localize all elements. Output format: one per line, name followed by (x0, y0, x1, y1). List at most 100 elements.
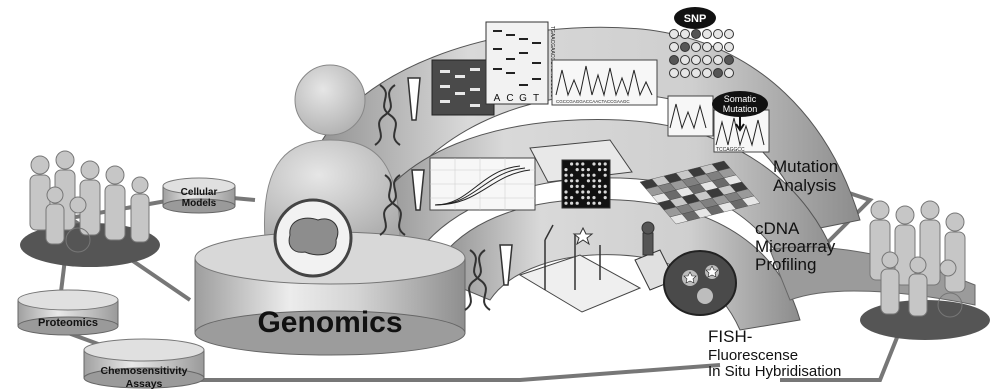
microarray-spot (570, 196, 574, 200)
microarray-spot (592, 201, 596, 205)
section-labels: Mutation Analysis cDNA Microarray Profil… (708, 157, 841, 380)
snp-genotype-dot (724, 29, 734, 39)
microarray-spot (581, 168, 585, 172)
microarray-spot (581, 196, 585, 200)
snp-genotype-dot (691, 29, 701, 39)
microarray-spot (598, 162, 602, 166)
snp-genotype-dot (680, 55, 690, 65)
microarray-spot (564, 173, 568, 177)
seq-trace-text: CGCCGAGGACCAACTACCGAAGC (556, 99, 630, 104)
microarray-spot (575, 201, 579, 205)
snp-genotype-dot (669, 55, 679, 65)
snp-genotype-dot (680, 29, 690, 39)
seq-trace-text-2: TCCAGGCC (716, 147, 745, 153)
somatic-label-2: Mutation (723, 104, 758, 114)
dna-sequencing-trace-icon: CGCCGAGGACCAACTACCGAAGC (551, 59, 658, 106)
pipette-icon (407, 77, 513, 286)
snp-genotype-dot (713, 68, 723, 78)
snp-genotype-dot (680, 42, 690, 52)
snp-genotype-dot (669, 29, 679, 39)
snp-genotype-dot (702, 29, 712, 39)
cellular-models-label-2: Models (182, 198, 217, 209)
microarray-spot (581, 190, 585, 194)
snp-genotype-dot (691, 42, 701, 52)
microarray-spot (575, 168, 579, 172)
microarray-spot (603, 190, 607, 194)
microarray-spot (598, 201, 602, 205)
arrow-down-icon (735, 114, 745, 132)
proteomics-label: Proteomics (38, 317, 98, 329)
patient-group-left (20, 150, 160, 267)
microarray-spot (598, 184, 602, 188)
microarray-spot (586, 196, 591, 200)
fish-label-2: Fluorescense (708, 347, 798, 364)
snp-genotype-dot (691, 68, 701, 78)
proteomics-disc: Proteomics (17, 289, 119, 336)
microarray-spot (586, 173, 591, 177)
microarray-spot (592, 179, 596, 183)
snp-label: SNP (684, 13, 707, 25)
microarray-spot (581, 173, 585, 177)
snp-genotype-dot (669, 42, 679, 52)
microarray-spot (570, 184, 574, 188)
microarray-spot (575, 184, 579, 188)
microarray-spot (575, 190, 579, 194)
acgt-t: T (533, 93, 539, 104)
chemosensitivity-label-2: Assays (126, 378, 163, 390)
snp-genotype-dot (702, 42, 712, 52)
microarray-spot (586, 179, 591, 183)
snp-genotype-dot (702, 68, 712, 78)
patient-group-right (860, 200, 990, 340)
microarray-spot (575, 179, 579, 183)
expression-heatmap-icon (639, 160, 761, 225)
microarray-spot (570, 162, 574, 166)
snp-genotype-dot (702, 55, 712, 65)
acgt-a: A (494, 93, 501, 104)
microarray-spot (564, 196, 568, 200)
microarray-spot (581, 162, 585, 166)
acgt-c: C (506, 93, 513, 104)
hybridisation-slide-icon (518, 224, 642, 313)
snp-genotype-dot (724, 68, 734, 78)
microarray-spot (564, 201, 568, 205)
cdna-label-1: cDNA (755, 219, 800, 238)
dna-helix-icon (374, 84, 491, 311)
microarray-spot (581, 184, 585, 188)
snp-genotype-dot (680, 68, 690, 78)
snp-genotype-dot (724, 55, 734, 65)
cellular-models-label-1: Cellular (181, 187, 218, 198)
snp-genotype-dot (669, 68, 679, 78)
fish-label-3: In Situ Hybridisation (708, 363, 841, 380)
microarray-spot (570, 201, 574, 205)
snp-badge: SNP (674, 7, 716, 29)
genomics-cylinder: Genomics (194, 231, 466, 356)
snp-genotype-dot (724, 42, 734, 52)
microarray-spot (592, 173, 596, 177)
microarray-chip-icon (561, 159, 611, 209)
microarray-spot (592, 162, 596, 166)
chemosensitivity-label-1: Chemosensitivity (101, 365, 188, 377)
acgt-g: G (519, 93, 527, 104)
microarray-spot (592, 184, 596, 188)
microarray-spot (598, 179, 602, 183)
snp-genotype-dot (691, 55, 701, 65)
microarray-spot (603, 173, 607, 177)
microarray-spot (575, 162, 579, 166)
star-icon (572, 226, 594, 246)
cdna-label-2: Microarray (755, 237, 836, 256)
cdna-label-3: Profiling (755, 255, 816, 274)
microarray-spot (598, 168, 602, 172)
fish-tissue-icon (663, 250, 737, 316)
heatmap-cell (741, 195, 761, 207)
microarray-spot (570, 173, 574, 177)
sequencing-gel-icon: TGAACGAACCGTCAGGCGCC A C G T (485, 21, 555, 105)
chemosensitivity-disc: Chemosensitivity Assays (83, 338, 205, 390)
mutation-analysis-label-1: Mutation (773, 157, 838, 176)
somatic-mutation-panel: TCCAGGCC Somatic Mutation (667, 91, 770, 153)
snp-genotype-dot (713, 55, 723, 65)
microarray-spot (598, 190, 602, 194)
microarray-spot (564, 179, 568, 183)
microarray-spot (603, 162, 607, 166)
